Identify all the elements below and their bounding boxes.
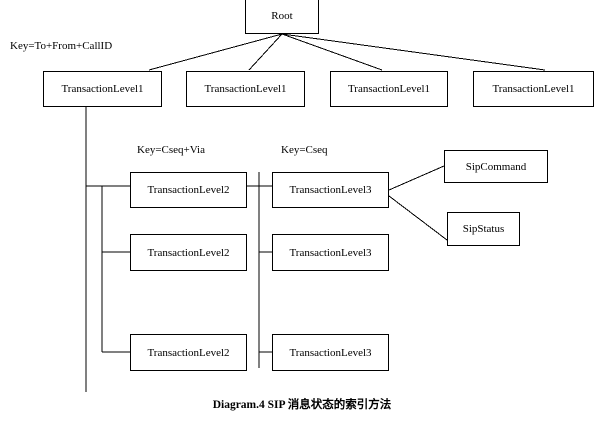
node-sip-command[interactable]: SipCommand [444, 150, 548, 183]
node-root-label: Root [271, 10, 293, 22]
key-label-cseq-via: Key=Cseq+Via [137, 144, 205, 156]
node-label: TransactionLevel2 [147, 184, 230, 196]
node-transaction-level1-3[interactable]: TransactionLevel1 [330, 71, 448, 107]
node-label: TransactionLevel1 [347, 83, 431, 95]
node-transaction-level2-1[interactable]: TransactionLevel2 [130, 172, 247, 208]
key-label-to-from-callid: Key=To+From+CallID [10, 40, 113, 52]
node-sip-status[interactable]: SipStatus [447, 212, 520, 246]
node-label: TransactionLevel1 [204, 83, 287, 95]
node-transaction-level1-1[interactable]: TransactionLevel1 [43, 71, 162, 107]
node-transaction-level2-3[interactable]: TransactionLevel2 [130, 334, 247, 371]
node-transaction-level3-2[interactable]: TransactionLevel3 [272, 234, 389, 271]
node-label: TransactionLevel2 [147, 246, 230, 259]
edge-root-to-level1-2 [248, 33, 283, 71]
node-label: TransactionLevel3 [289, 346, 372, 359]
node-label: SipStatus [462, 223, 505, 235]
node-label: SipCommand [465, 160, 527, 173]
node-transaction-level3-1[interactable]: TransactionLevel3 [272, 172, 389, 208]
node-transaction-level2-2[interactable]: TransactionLevel2 [130, 234, 247, 271]
node-label: TransactionLevel3 [289, 246, 372, 259]
edge-root-to-level1-3 [281, 33, 383, 71]
key-label-cseq: Key=Cseq [281, 144, 328, 156]
node-transaction-level3-3[interactable]: TransactionLevel3 [272, 334, 389, 371]
edge-root-to-level1-4 [281, 33, 546, 71]
node-transaction-level1-4[interactable]: TransactionLevel1 [473, 71, 594, 107]
node-label: TransactionLevel1 [61, 83, 144, 95]
node-label: TransactionLevel3 [289, 184, 372, 196]
node-transaction-level1-2[interactable]: TransactionLevel1 [186, 71, 305, 107]
node-label: TransactionLevel2 [147, 346, 230, 359]
node-label: TransactionLevel1 [492, 83, 575, 95]
edge-level3-to-sipcommand [388, 165, 445, 191]
node-root[interactable]: Root [245, 0, 319, 34]
edge-root-to-level1-1 [148, 33, 283, 71]
edge-level3-to-sipstatus [388, 195, 448, 241]
figure-caption: Diagram.4 SIP 消息状态的索引方法 [212, 399, 392, 411]
